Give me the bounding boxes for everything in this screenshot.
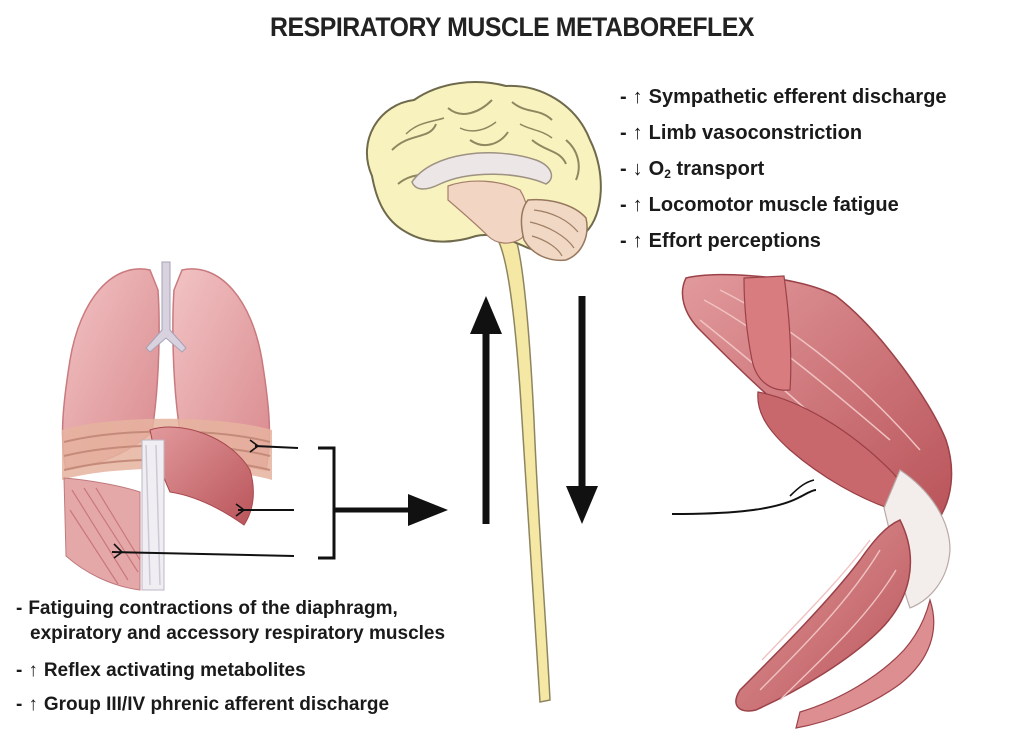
descending-arrow (566, 296, 598, 524)
effect-text: O2 transport (648, 158, 765, 181)
effect-text: Limb vasoconstriction (648, 122, 863, 144)
cause-text-continued: expiratory and accessory respiratory mus… (30, 623, 446, 644)
cause-text: Fatiguing contractions of the diaphragm, (28, 598, 398, 619)
causes-list: -Fatiguing contractions of the diaphragm… (16, 596, 445, 726)
cause-item: -Fatiguing contractions of the diaphragm… (16, 598, 446, 644)
lungs-diaphragm-illustration (61, 261, 299, 591)
up-arrow-icon (470, 296, 502, 334)
up-arrow-icon: ↑ (28, 660, 38, 681)
effect-text: Sympathetic efferent discharge (648, 86, 947, 108)
corpus-callosum (411, 152, 553, 190)
effect-text: Locomotor muscle fatigue (648, 194, 899, 216)
nerve-line-1 (254, 445, 299, 449)
cause-text: Reflex activating metabolites (43, 660, 306, 681)
spinal-cord (497, 228, 551, 703)
effect-item: -↑Effort perceptions (620, 230, 821, 252)
down-arrow-icon: ↓ (632, 158, 643, 180)
page-title: RESPIRATORY MUSCLE METABOREFLEX (270, 12, 754, 42)
ascending-arrow (470, 296, 502, 524)
up-arrow-icon: ↑ (632, 86, 643, 108)
spine-segment (141, 439, 165, 591)
leg-muscle-illustration (671, 273, 953, 729)
up-arrow-icon: ↑ (28, 694, 38, 715)
effects-list: -↑Sympathetic efferent discharge -↑Limb … (620, 84, 947, 264)
cause-item: -↑Group III/IV phrenic afferent discharg… (16, 694, 390, 715)
effect-item: -↑Sympathetic efferent discharge (620, 86, 947, 108)
brainstem (447, 180, 529, 244)
hamstring-muscle (743, 275, 792, 391)
nerve-line-3 (111, 551, 295, 557)
abdominal-muscles (63, 477, 141, 591)
down-arrow-icon (566, 486, 598, 524)
shin-muscle (795, 597, 935, 729)
up-arrow-icon: ↑ (632, 122, 643, 144)
calf-muscle (735, 519, 912, 712)
efferent-nerve (671, 489, 817, 515)
trachea (145, 261, 187, 353)
cerebellum (520, 198, 588, 262)
effect-item: -↑Locomotor muscle fatigue (620, 194, 899, 216)
cause-item: -↑Reflex activating metabolites (16, 660, 306, 681)
effect-item: -↑Limb vasoconstriction (620, 122, 863, 144)
effect-text: Effort perceptions (648, 230, 821, 252)
up-arrow-icon: ↑ (632, 230, 643, 252)
cause-text: Group III/IV phrenic afferent discharge (43, 694, 390, 715)
up-arrow-icon: ↑ (632, 194, 643, 216)
right-arrow-icon (408, 494, 448, 526)
effect-item: -↓O2 transport (620, 158, 765, 181)
brain-spinal-cord-illustration (366, 81, 602, 703)
afferent-bracket (318, 446, 448, 560)
